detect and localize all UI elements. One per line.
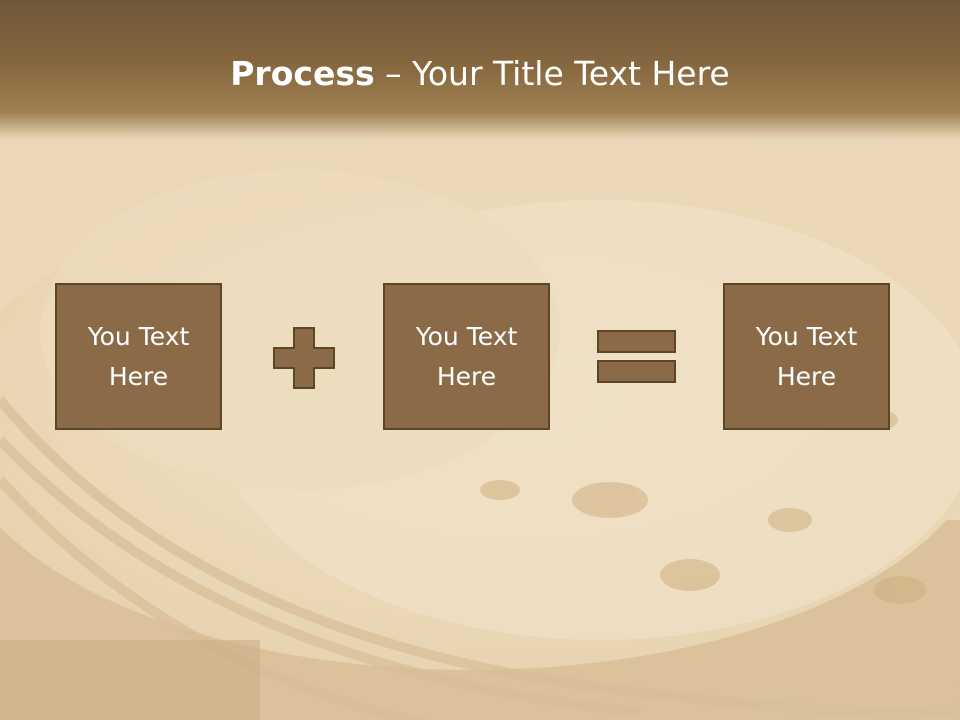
process-box-3[interactable]: You Text Here bbox=[723, 283, 890, 430]
process-box-1[interactable]: You Text Here bbox=[55, 283, 222, 430]
process-box-label: You Text Here bbox=[755, 321, 858, 391]
plus-icon bbox=[273, 327, 335, 389]
process-box-label: You Text Here bbox=[87, 321, 190, 391]
equals-icon bbox=[597, 330, 676, 383]
title-rest-part: – Your Title Text Here bbox=[374, 54, 730, 93]
slide-title: Process – Your Title Text Here bbox=[0, 52, 960, 96]
process-box-label: You Text Here bbox=[415, 321, 518, 391]
process-box-2[interactable]: You Text Here bbox=[383, 283, 550, 430]
title-bold-part: Process bbox=[230, 54, 375, 93]
title-bar bbox=[0, 0, 960, 140]
